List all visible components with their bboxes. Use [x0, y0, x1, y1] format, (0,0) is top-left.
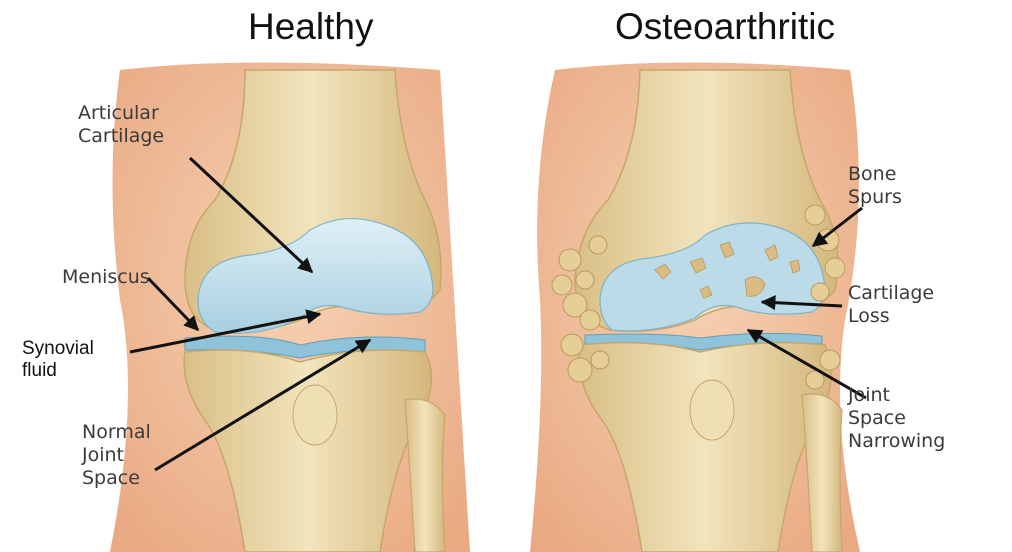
oa-tibial-tuberosity: [690, 380, 734, 440]
title-healthy: Healthy: [248, 6, 373, 48]
label-meniscus: Meniscus: [62, 266, 150, 289]
label-articular-cartilage: Articular Cartilage: [78, 102, 164, 148]
title-osteoarthritic: Osteoarthritic: [615, 6, 835, 48]
label-joint-space-narrowing: Joint Space Narrowing: [848, 384, 945, 453]
label-bone-spurs: Bone Spurs: [848, 163, 902, 209]
label-cartilage-loss: Cartilage Loss: [848, 282, 934, 328]
label-synovial-fluid: Synovial fluid: [22, 338, 94, 382]
osteoarthritic-knee: [530, 63, 860, 552]
healthy-tibial-tuberosity: [293, 385, 337, 445]
label-normal-joint-space: Normal Joint Space: [82, 421, 151, 490]
